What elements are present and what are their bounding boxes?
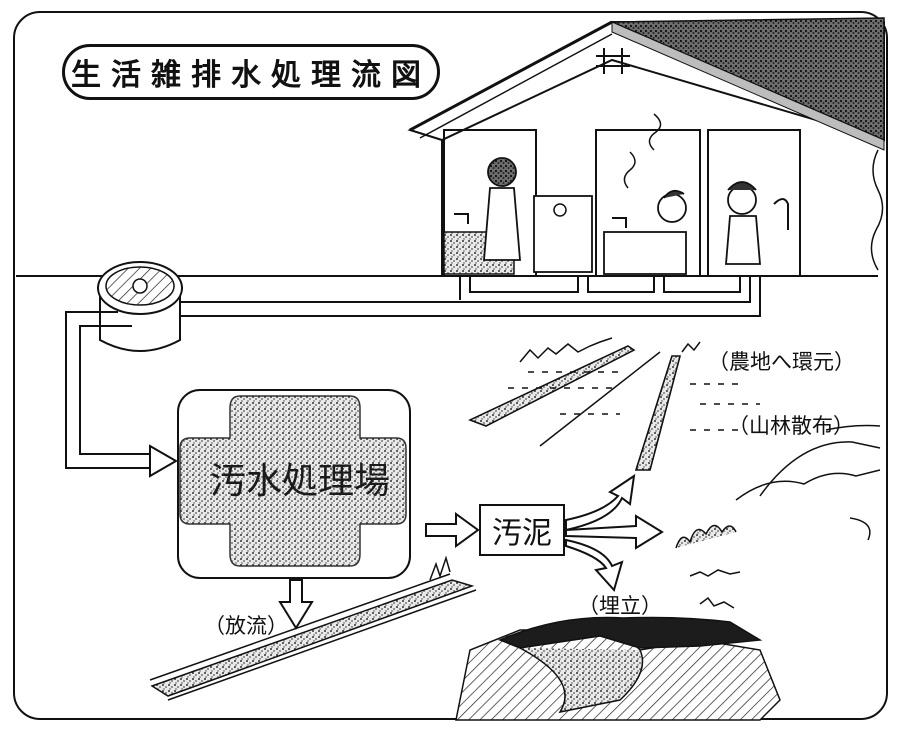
arrow-into-plant — [149, 444, 179, 478]
discharge-arrow — [278, 579, 314, 630]
person-bath — [657, 189, 687, 223]
washing-machine — [533, 195, 593, 273]
pipe-to-plant — [65, 311, 150, 469]
treatment-plant — [177, 389, 411, 579]
house — [407, 17, 885, 277]
discharge-label: （放流） — [204, 614, 288, 638]
forest-label: （山林散布） — [728, 414, 854, 438]
landfill — [455, 596, 781, 721]
diagram-title: 生活雑排水処理流図 — [71, 58, 431, 93]
arrow-to-sludge — [425, 512, 480, 548]
river — [149, 555, 477, 701]
farmland-label: （農地へ環元） — [708, 350, 855, 374]
sludge-label: 汚泥 — [492, 516, 552, 551]
drain-pipes — [178, 276, 761, 317]
sludge-box: 汚泥 — [479, 504, 565, 556]
septic-tank — [97, 261, 183, 352]
person-toilet — [725, 181, 761, 265]
sludge-arrows — [565, 473, 664, 593]
landfill-label: （埋立） — [578, 594, 662, 618]
bath-room — [595, 129, 701, 277]
farmland — [468, 337, 760, 471]
forest — [675, 424, 881, 577]
person-kitchen — [483, 157, 521, 261]
title-badge: 生活雑排水処理流図 — [62, 44, 440, 100]
treatment-plant-label: 汚水処理場 — [209, 461, 390, 502]
toilet-room — [707, 129, 801, 277]
gable-ornament — [596, 48, 630, 74]
